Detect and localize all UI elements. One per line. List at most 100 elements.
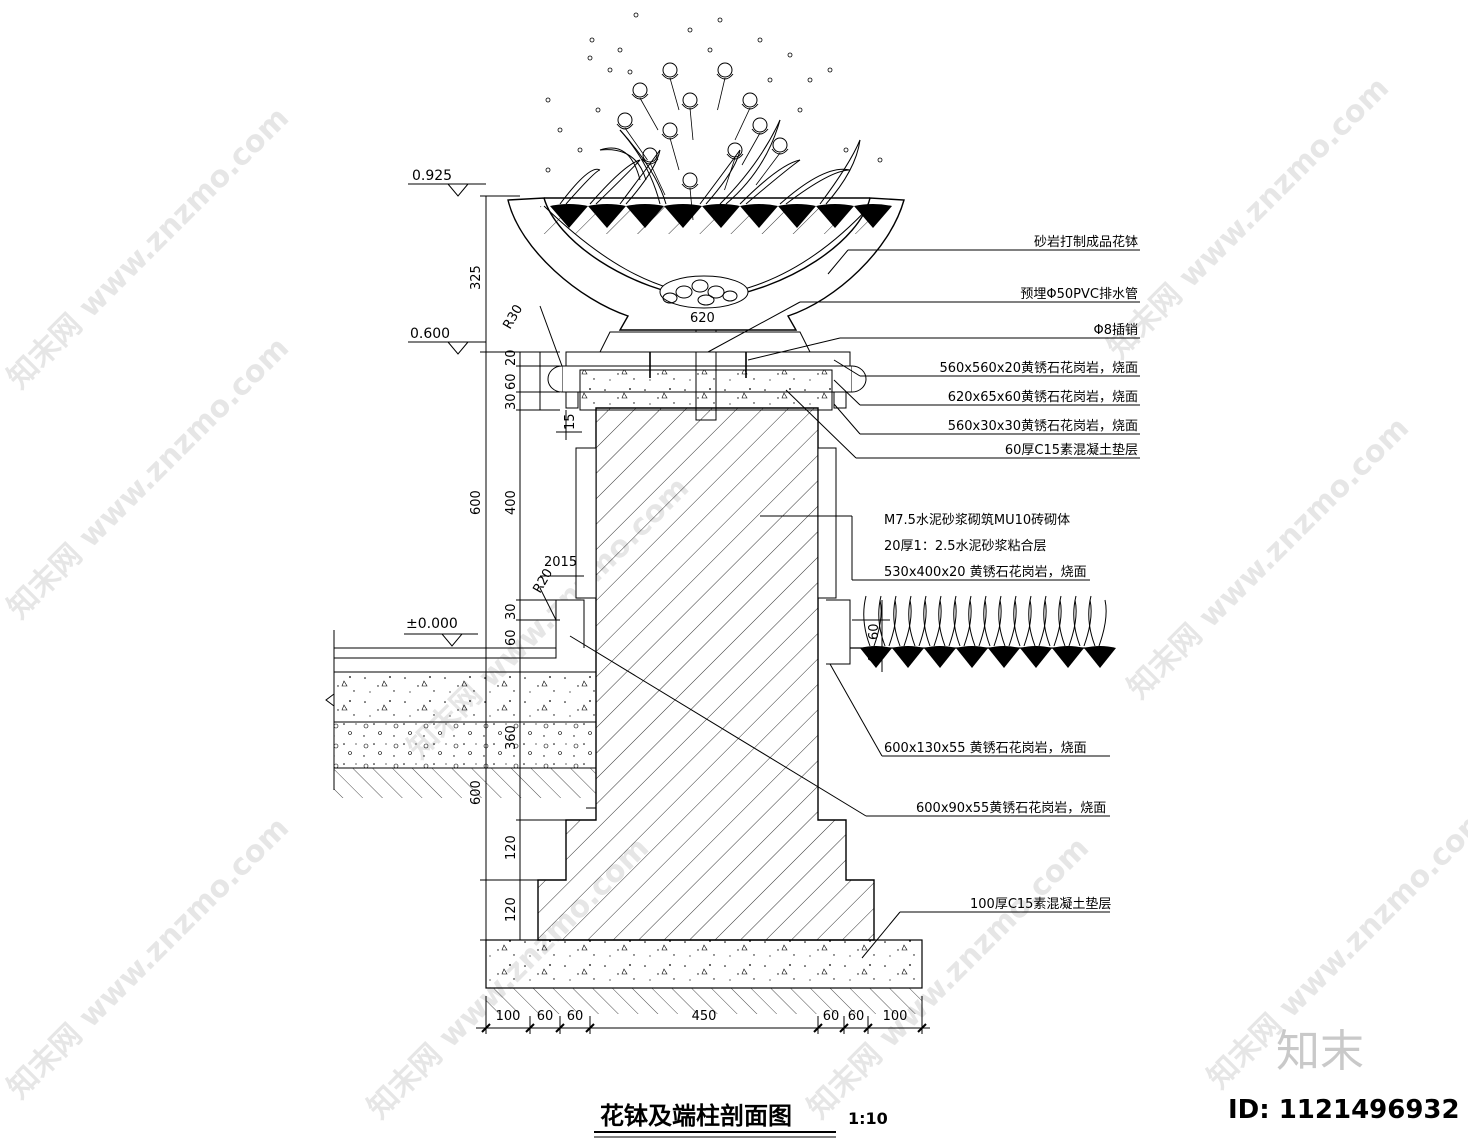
scatter-dot bbox=[589, 37, 595, 43]
soil-wedge bbox=[588, 204, 626, 228]
scale-text: 1:10 bbox=[848, 1109, 888, 1128]
leaf bbox=[705, 149, 741, 205]
gravel-pile bbox=[659, 275, 749, 309]
soil-wedge bbox=[1084, 646, 1116, 668]
flower-stem bbox=[689, 187, 694, 221]
dim-600-upper: 600 bbox=[469, 490, 484, 515]
id-label: ID: 1121496932 bbox=[1228, 1095, 1460, 1125]
scatter-dot bbox=[787, 52, 793, 58]
scatter-dot bbox=[633, 12, 639, 18]
grass-blade bbox=[893, 595, 901, 647]
flower-stem bbox=[755, 152, 781, 186]
flower-petal bbox=[771, 148, 789, 155]
leaf bbox=[719, 119, 781, 205]
dim-bottom-label: 450 bbox=[692, 1009, 717, 1024]
flower-stem bbox=[639, 97, 659, 131]
leader-lines bbox=[569, 249, 1140, 959]
leaf bbox=[619, 149, 661, 205]
dim-620: 620 bbox=[690, 311, 715, 326]
drawing-title: 花钵及端柱剖面图 1:10 bbox=[594, 1102, 888, 1138]
dim-20: 20 bbox=[504, 349, 519, 366]
flower-petal bbox=[616, 123, 634, 130]
dim-400: 400 bbox=[504, 490, 519, 515]
dim-bottom-label: 60 bbox=[537, 1009, 554, 1024]
dim-120-b: 120 bbox=[504, 897, 519, 922]
lawn-grass bbox=[850, 595, 1116, 668]
soil-wedge bbox=[956, 646, 988, 668]
soil-wedge bbox=[1020, 646, 1052, 668]
bowl-plants bbox=[545, 12, 892, 228]
dimension-lines-right bbox=[852, 600, 890, 672]
soil-wedge bbox=[892, 646, 924, 668]
scatter-dot bbox=[877, 157, 883, 163]
dim-60-right: 60 bbox=[867, 623, 882, 640]
scatter-dot bbox=[807, 77, 813, 83]
scatter-dot bbox=[627, 69, 633, 75]
grass-blade bbox=[918, 599, 927, 647]
leaf bbox=[819, 139, 861, 205]
soil-wedge bbox=[988, 646, 1020, 668]
dim-360: 360 bbox=[504, 725, 519, 750]
flower-petal bbox=[741, 103, 759, 110]
flower-stem bbox=[689, 107, 694, 141]
dim-40-right: 40 bbox=[867, 647, 882, 664]
dim-30: 30 bbox=[504, 393, 519, 410]
level-top-text: 0.925 bbox=[412, 168, 452, 184]
grass-blade bbox=[1038, 599, 1047, 647]
scatter-dot bbox=[577, 147, 583, 153]
grass-blade bbox=[978, 599, 987, 647]
soil-wedge bbox=[854, 204, 892, 228]
note-concrete-60: 60厚C15素混凝土垫层 bbox=[1005, 442, 1138, 458]
note-cap-slab: 560x560x20黄锈石花岗岩，烧面 bbox=[939, 360, 1138, 376]
dim-radius-30: R30 bbox=[500, 302, 526, 332]
flower-bud bbox=[742, 92, 758, 108]
brand-logo: 知末 bbox=[1276, 1026, 1364, 1077]
dim-600-lower: 600 bbox=[469, 780, 484, 805]
flower-stem bbox=[669, 77, 680, 111]
scatter-dot bbox=[707, 47, 713, 53]
note-bowl: 砂岩打制成品花钵 bbox=[1034, 234, 1138, 250]
dim-30-lower: 30 bbox=[504, 603, 519, 620]
dim-tick bbox=[481, 1023, 491, 1033]
leaf bbox=[785, 169, 851, 205]
level-marker-top: 0.925 bbox=[408, 168, 486, 197]
scatter-dot bbox=[617, 47, 623, 53]
leaf bbox=[725, 119, 781, 205]
grass-blade bbox=[1068, 599, 1077, 647]
level-ground-text: ±0.000 bbox=[406, 616, 458, 632]
dim-2015: 2015 bbox=[544, 555, 577, 570]
flower-bud bbox=[662, 122, 678, 138]
flower-bud bbox=[642, 147, 658, 163]
soil-wedge bbox=[816, 204, 854, 228]
flower-stem bbox=[734, 107, 751, 141]
dim-120-a: 120 bbox=[504, 835, 519, 860]
leaf bbox=[595, 159, 641, 205]
grass-blade bbox=[1073, 595, 1081, 647]
dim-60-cap: 60 bbox=[504, 373, 519, 390]
grass-blade bbox=[1083, 599, 1092, 647]
note-concrete-100: 100厚C15素混凝土垫层 bbox=[970, 896, 1111, 912]
level-marker-mid: 0.600 bbox=[408, 326, 486, 355]
dimension-lines-left bbox=[480, 195, 584, 941]
soil-wedge bbox=[702, 204, 740, 228]
dim-60-lower: 60 bbox=[504, 629, 519, 646]
grass-blade bbox=[968, 595, 976, 647]
earth-hatch bbox=[486, 988, 922, 1014]
note-cap-trim: 560x30x30黄锈石花岗岩，烧面 bbox=[948, 418, 1138, 434]
leaf bbox=[779, 168, 851, 205]
dim-15: 15 bbox=[563, 413, 578, 430]
leaf bbox=[565, 169, 601, 205]
leaf bbox=[699, 149, 741, 205]
grass-blade bbox=[993, 599, 1002, 647]
scatter-dot bbox=[717, 17, 723, 23]
scatter-dot bbox=[687, 27, 693, 33]
grass-blade bbox=[908, 595, 916, 647]
flower-petal bbox=[751, 128, 769, 135]
note-cap-edge: 620x65x60黄锈石花岗岩，烧面 bbox=[948, 389, 1138, 405]
scatter-dot bbox=[557, 127, 563, 133]
grass-blade bbox=[1088, 595, 1096, 647]
scatter-dot bbox=[827, 67, 833, 73]
flower-bud bbox=[682, 172, 698, 188]
dim-bottom-label: 60 bbox=[823, 1009, 840, 1024]
scatter-dot bbox=[767, 77, 773, 83]
